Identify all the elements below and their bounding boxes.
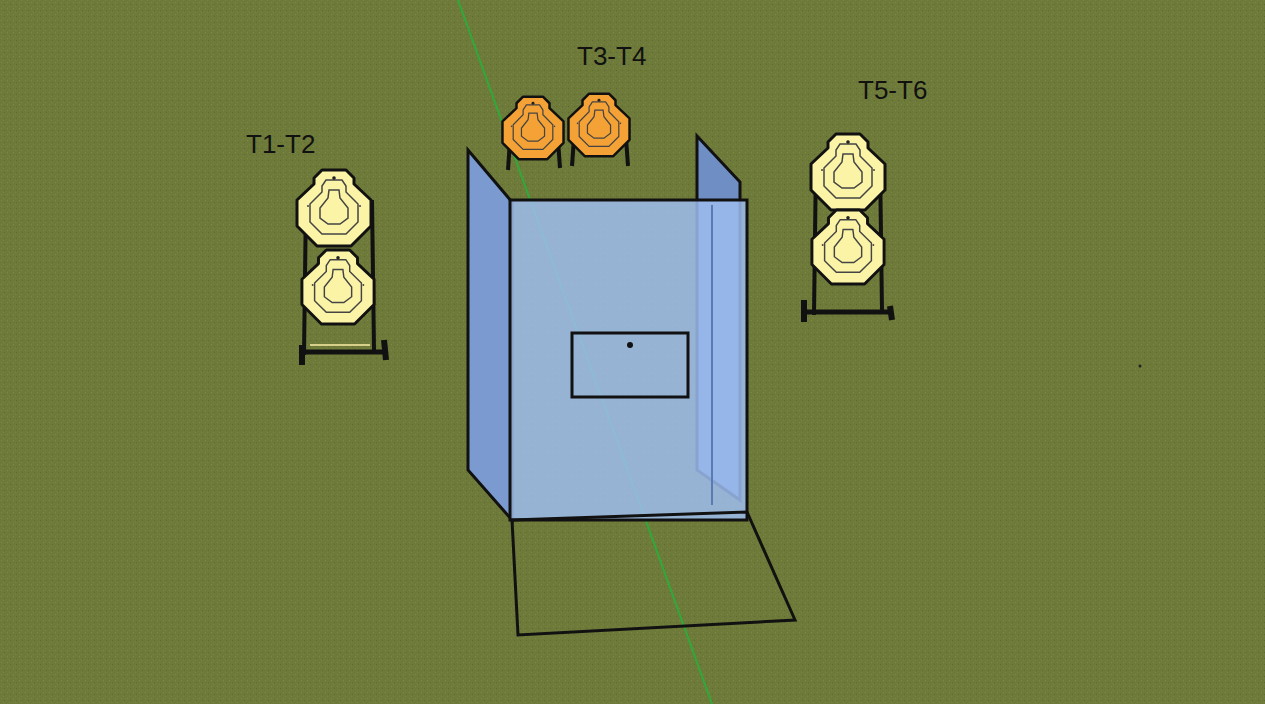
shooting-box [512, 512, 795, 635]
target-stand [297, 170, 386, 365]
target-label: T3-T4 [577, 42, 646, 71]
target-label: T5-T6 [858, 76, 927, 105]
barricade [468, 136, 747, 520]
target-label: T1-T2 [246, 130, 315, 159]
target-pair [502, 94, 629, 170]
target-stand [804, 134, 892, 322]
